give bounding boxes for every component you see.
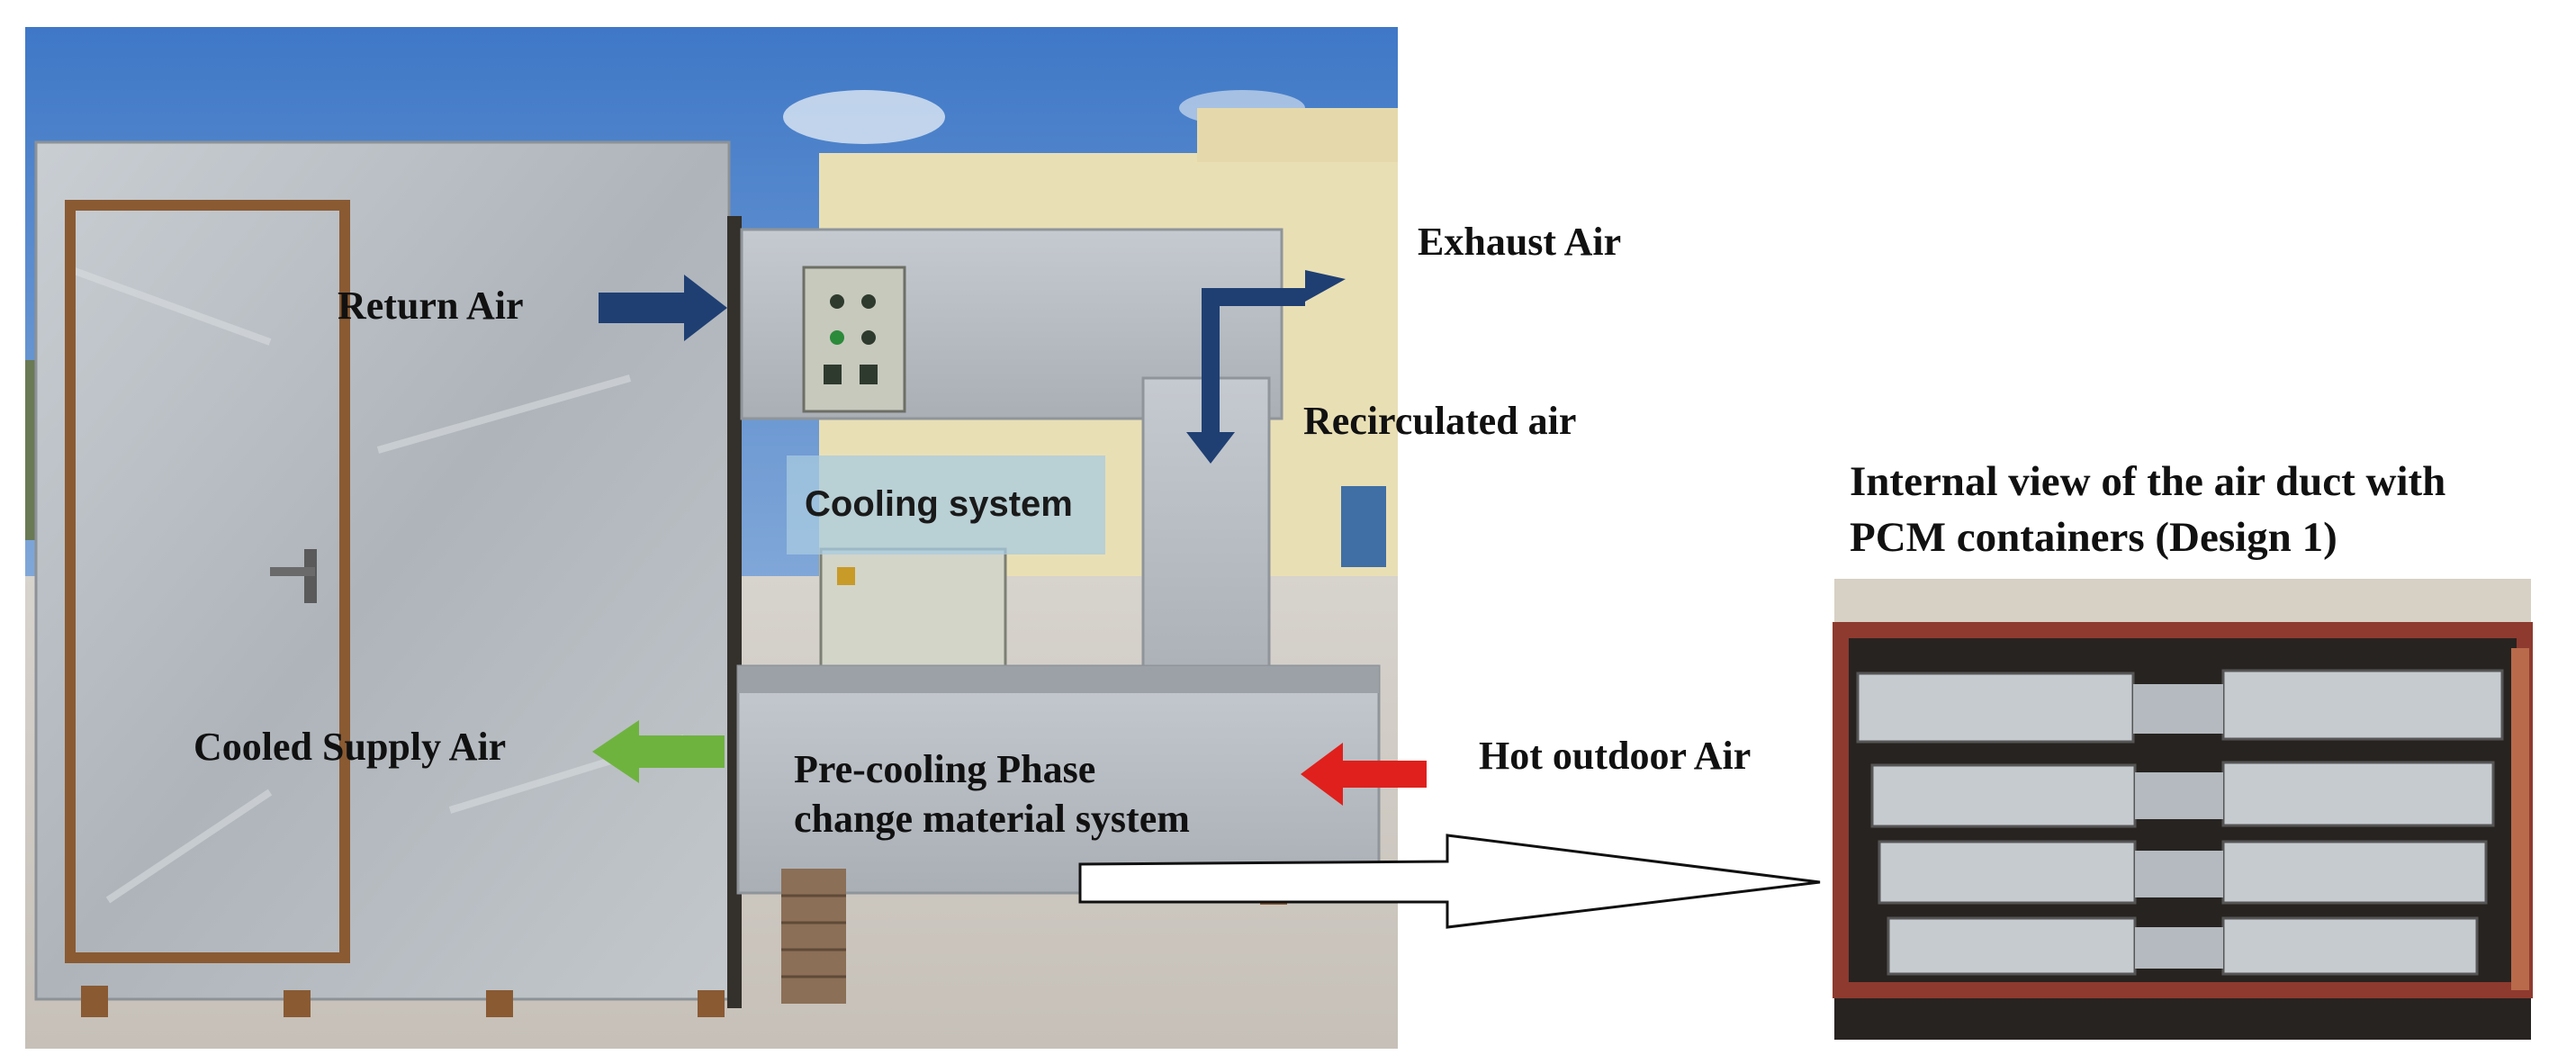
exhaust-recirculated-arrow <box>1186 270 1346 464</box>
internal-view-title-line1: Internal view of the air duct with <box>1850 458 2446 505</box>
return-air-label: Return Air <box>338 284 524 328</box>
inset-pointer-arrow <box>1078 834 1821 929</box>
hot-outdoor-air-label: Hot outdoor Air <box>1479 734 1752 778</box>
cooled-supply-air-label: Cooled Supply Air <box>194 725 507 769</box>
internal-view-title-line2: PCM containers (Design 1) <box>1850 514 2337 561</box>
pre-cooling-label-line2: change material system <box>794 797 1190 841</box>
inset-photo <box>1833 579 2533 1040</box>
exhaust-air-label: Exhaust Air <box>1418 220 1622 264</box>
cooling-system-label: Cooling system <box>805 484 1073 524</box>
pre-cooling-label-line1: Pre-cooling Phase <box>794 747 1096 791</box>
recirculated-air-label: Recirculated air <box>1303 399 1577 443</box>
cooled-supply-arrow <box>592 720 725 783</box>
hot-outdoor-arrow <box>1301 743 1427 806</box>
return-air-arrow <box>599 275 727 341</box>
main-photo <box>25 27 1398 1049</box>
pcm-containers <box>1856 669 2504 976</box>
